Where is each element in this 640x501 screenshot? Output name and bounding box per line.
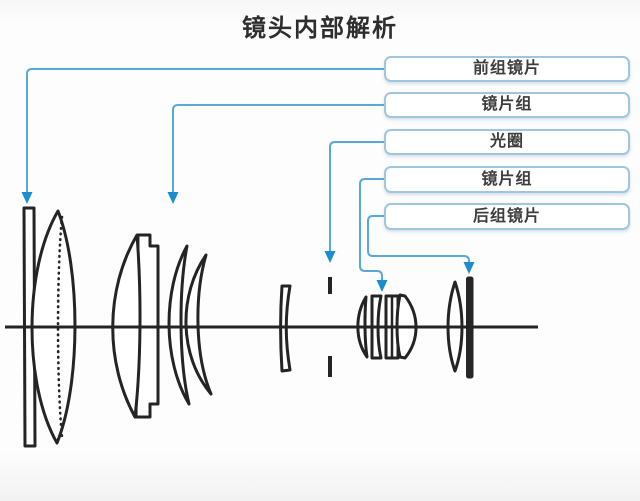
label-box-rear-group: 后组镜片 <box>384 203 630 230</box>
lens-elements <box>5 206 538 448</box>
label-text: 前组镜片 <box>472 60 541 77</box>
crescent-lens <box>184 253 213 396</box>
label-text: 光圈 <box>489 133 524 150</box>
cemented-interface-dotted-line <box>56 215 64 439</box>
label-box-front-group: 前组镜片 <box>384 56 630 82</box>
crescent-lens <box>167 244 191 406</box>
rear-lens-cluster <box>356 293 418 360</box>
arrow-down-icon <box>324 251 336 263</box>
arrow-down-icon <box>463 262 475 274</box>
connector-aperture <box>324 141 384 263</box>
connector-lens-group-upper <box>167 104 384 204</box>
connector-rear-group <box>367 215 475 274</box>
label-text: 镜片组 <box>481 170 533 188</box>
arrow-down-icon <box>167 192 179 204</box>
label-box-aperture: 光圈 <box>384 129 630 155</box>
connectors <box>21 68 475 292</box>
diagram-title: 镜头内部解析 <box>242 15 398 42</box>
arrow-down-icon <box>376 280 388 292</box>
arrow-down-icon <box>21 192 33 204</box>
label-box-lens-group-lower: 镜片组 <box>384 166 630 193</box>
label-text: 后组镜片 <box>472 207 541 225</box>
label-text: 镜片组 <box>481 96 533 113</box>
connector-lens-group-lower <box>359 178 388 292</box>
connector-front-group <box>21 68 384 204</box>
label-box-lens-group-upper: 镜片组 <box>384 92 630 118</box>
